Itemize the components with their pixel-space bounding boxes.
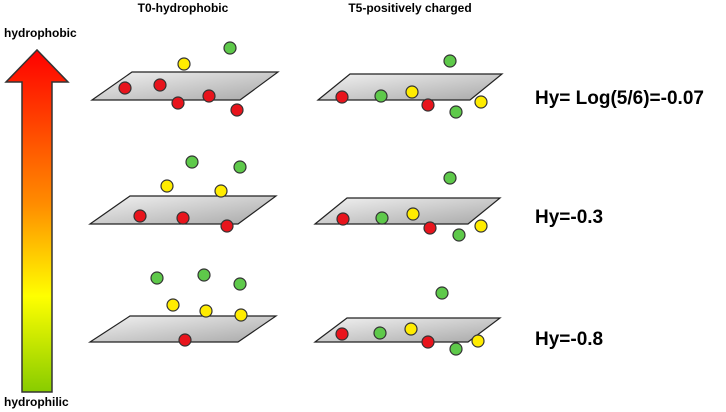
row-1: Hy= Log(5/6)=-0.07 <box>90 41 704 119</box>
column-title-right: T5-positively charged <box>348 1 471 15</box>
hydrophobicity-arrow <box>4 48 70 393</box>
right-surface-dot <box>471 334 485 348</box>
left-solution-dot <box>197 268 211 282</box>
left-solution-dot <box>233 277 247 291</box>
right-surface-dot <box>375 211 389 225</box>
right-surface-dot <box>405 85 419 99</box>
column-title-left: T0-hydrophobic <box>138 1 229 15</box>
left-solution-dot <box>177 57 191 71</box>
left-surface-dot <box>118 81 132 95</box>
right-surface-dot <box>449 342 463 356</box>
left-surface-dot <box>202 89 216 103</box>
right-surface-dot <box>474 219 488 233</box>
left-surface-dot <box>171 96 185 110</box>
axis-bottom-label: hydrophilic <box>4 395 69 409</box>
left-surface-dot <box>133 209 147 223</box>
surface-plane-left <box>90 71 280 101</box>
left-solution-dot <box>234 308 248 322</box>
right-surface-dot <box>421 335 435 349</box>
left-solution-dot <box>199 304 213 318</box>
right-solution-dot <box>443 54 457 68</box>
right-surface-dot <box>423 221 437 235</box>
right-surface-dot <box>474 95 488 109</box>
left-solution-dot <box>185 155 199 169</box>
row-3: Hy=-0.8 <box>87 268 603 356</box>
right-surface-dot <box>449 105 463 119</box>
left-surface-dot <box>220 219 234 233</box>
hydrophobicity-value: Hy=-0.3 <box>535 207 603 228</box>
right-surface-dot <box>374 89 388 103</box>
left-surface-dot <box>230 103 244 117</box>
left-surface-dot <box>153 78 167 92</box>
left-surface-dot <box>176 211 190 225</box>
left-solution-dot <box>223 41 237 55</box>
row-2: Hy=-0.3 <box>88 155 603 242</box>
left-solution-dot <box>160 179 174 193</box>
right-surface-dot <box>335 90 349 104</box>
hydrophobicity-value: Hy=-0.8 <box>535 329 603 350</box>
left-solution-dot <box>214 184 228 198</box>
left-surface-dot <box>178 333 192 347</box>
right-surface-dot <box>421 98 435 112</box>
right-surface-dot <box>336 212 350 226</box>
axis-top-label: hydrophobic <box>4 26 77 40</box>
right-surface-dot <box>452 228 466 242</box>
right-surface-dot <box>404 322 418 336</box>
right-solution-dot <box>435 286 449 300</box>
left-solution-dot <box>166 298 180 312</box>
right-solution-dot <box>443 171 457 185</box>
right-surface-dot <box>373 326 387 340</box>
right-surface-dot <box>406 207 420 221</box>
right-surface-dot <box>335 327 349 341</box>
hydrophobicity-value: Hy= Log(5/6)=-0.07 <box>535 88 704 109</box>
left-solution-dot <box>233 160 247 174</box>
left-solution-dot <box>150 271 164 285</box>
